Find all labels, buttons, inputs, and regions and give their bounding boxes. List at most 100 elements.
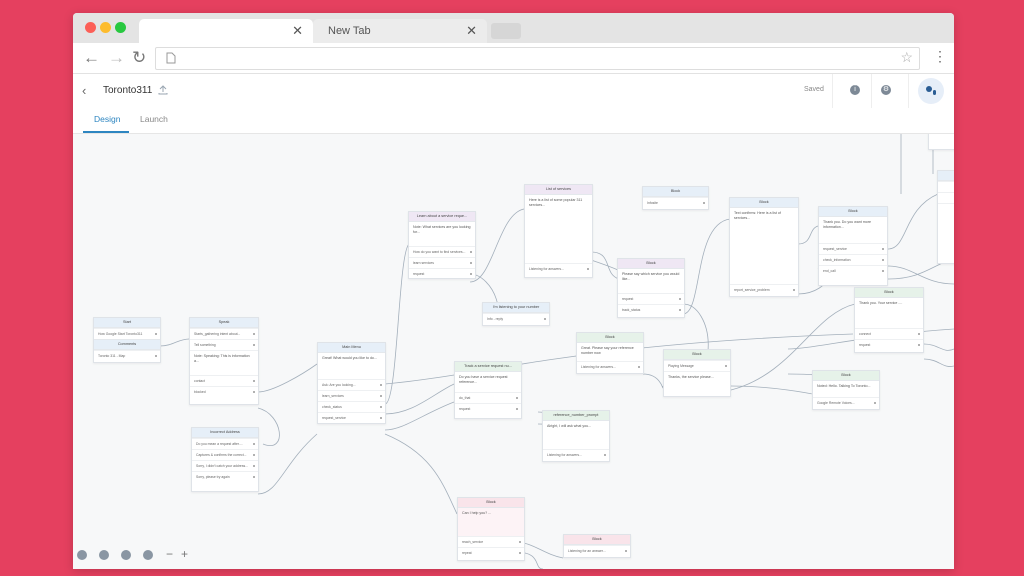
node-title: Block bbox=[855, 288, 923, 298]
minus-icon[interactable]: − bbox=[166, 547, 174, 561]
flow-node-block-8[interactable]: Block Noted: Hello. Talking To Toronto..… bbox=[812, 370, 880, 410]
arrow-right-icon[interactable]: → bbox=[108, 48, 125, 67]
assistant-button[interactable] bbox=[918, 78, 944, 104]
node-row: Ask: Are you looking... bbox=[318, 379, 385, 390]
upload-icon[interactable] bbox=[158, 85, 168, 95]
node-row: Info - reply bbox=[483, 313, 549, 324]
node-subtitle: Comments bbox=[94, 339, 160, 350]
maximize-window-button[interactable] bbox=[115, 22, 126, 33]
gear-icon[interactable]: ⚙ bbox=[881, 85, 891, 95]
node-row: reach_service bbox=[458, 536, 524, 547]
app-header: ‹ Toronto311 Saved i ⚙ bbox=[73, 74, 954, 109]
kebab-menu-icon[interactable]: ⋮ bbox=[933, 48, 947, 64]
reload-icon[interactable]: ↻ bbox=[132, 48, 147, 67]
flow-node-block-5[interactable]: Block Great. Please say your reference n… bbox=[576, 332, 644, 374]
node-row: request_service bbox=[819, 243, 887, 254]
back-chevron-icon[interactable]: ‹ bbox=[82, 83, 87, 98]
connection bbox=[384, 333, 854, 385]
node-title: Track a service request nu... bbox=[455, 362, 521, 372]
node-body: Thank you. Your service .... bbox=[859, 301, 903, 305]
address-bar[interactable]: ☆ bbox=[155, 47, 920, 70]
assistant-icon bbox=[926, 86, 932, 92]
connection bbox=[384, 383, 455, 415]
node-row: Listening for answers... bbox=[577, 361, 643, 372]
node-title: Incorrect Address bbox=[192, 428, 258, 438]
browser-toolbar: ← → ↻ ☆ ⋮ bbox=[73, 43, 954, 74]
flow-node-list-of-services[interactable]: List of services Here is a list of some … bbox=[524, 184, 593, 278]
flow-node-block-9[interactable]: Block Can I help you? ... reach_service … bbox=[457, 497, 525, 561]
node-row: Infosite bbox=[643, 197, 708, 208]
browser-tab-new-tab[interactable]: New Tab ✕ bbox=[313, 19, 487, 43]
flow-node-block-7[interactable]: Block Thank you. Your service .... conne… bbox=[854, 287, 924, 353]
flow-node-block-10[interactable]: Block Listening for an answer... bbox=[563, 534, 631, 558]
flow-node-start[interactable]: Start How Google Start Toronto311 Commen… bbox=[93, 317, 161, 363]
flow-node-im-listening[interactable]: I'm listening to your number Info - repl… bbox=[482, 302, 550, 326]
flow-node-block-3[interactable]: Block Text confirms: Here is a list of s… bbox=[729, 197, 799, 297]
node-row: contact bbox=[190, 375, 258, 386]
edit-icon[interactable] bbox=[143, 550, 153, 560]
node-row: report_service_problem bbox=[730, 284, 798, 295]
divider bbox=[832, 74, 833, 108]
flow-node-offscreen[interactable] bbox=[928, 134, 954, 150]
home-icon[interactable] bbox=[77, 550, 87, 560]
tab-launch[interactable]: Launch bbox=[140, 114, 168, 124]
info-icon[interactable]: i bbox=[850, 85, 860, 95]
node-body: Thank you. Do you want more information.… bbox=[823, 220, 871, 229]
tab-design[interactable]: Design bbox=[94, 114, 121, 124]
connection bbox=[590, 251, 620, 280]
flow-node-reference-number-prompt[interactable]: reference_number_prompt Alright, I will … bbox=[542, 410, 610, 462]
node-body: Text confirms: Here is a list of service… bbox=[734, 211, 781, 220]
node-title: Block bbox=[730, 198, 798, 208]
connection bbox=[787, 328, 954, 350]
node-title: I'm listening to your number bbox=[483, 303, 549, 313]
connection bbox=[730, 303, 856, 391]
star-icon[interactable]: ☆ bbox=[900, 49, 913, 65]
node-body: Please say which service you would like.… bbox=[622, 272, 680, 281]
node-row: repeat bbox=[458, 547, 524, 558]
close-icon[interactable]: ✕ bbox=[292, 23, 303, 38]
keyboard-icon[interactable] bbox=[99, 550, 109, 560]
node-body: Here is a list of some popular 311 servi… bbox=[529, 198, 583, 207]
node-row: Playing Message bbox=[664, 360, 730, 371]
flow-node-block-4[interactable]: Block Thank you. Do you want more inform… bbox=[818, 206, 888, 286]
browser-tab-active[interactable]: ✕ bbox=[139, 19, 313, 43]
flow-canvas[interactable]: Start How Google Start Toronto311 Commen… bbox=[73, 134, 954, 569]
chat-icon[interactable] bbox=[121, 550, 131, 560]
node-title: Main Menu bbox=[318, 343, 385, 353]
flow-node-block-2[interactable]: Block Please say which service you would… bbox=[617, 258, 685, 318]
flow-node-incorrect-address[interactable]: Incorrect Address Do you mean a request … bbox=[191, 427, 259, 492]
flow-node-speak[interactable]: Speak Starts_gathering intent about... T… bbox=[189, 317, 259, 405]
node-row bbox=[938, 203, 954, 214]
connection bbox=[257, 407, 280, 446]
close-window-button[interactable] bbox=[85, 22, 96, 33]
node-row: learn_services bbox=[318, 390, 385, 401]
flow-node-offscreen[interactable] bbox=[937, 170, 954, 264]
connection bbox=[923, 358, 954, 367]
arrow-left-icon[interactable]: ← bbox=[83, 48, 100, 67]
node-row bbox=[938, 192, 954, 203]
node-body: Noted: Hello. Talking To Toronto... bbox=[817, 384, 871, 388]
node-row: Captures & confirms the correct... bbox=[192, 449, 258, 460]
project-title: Toronto311 bbox=[103, 85, 153, 96]
plus-icon[interactable]: + bbox=[181, 547, 189, 561]
close-icon[interactable]: ✕ bbox=[466, 23, 477, 38]
node-body: Thanks, the service please... bbox=[664, 371, 730, 394]
flow-node-block-1[interactable]: Block Infosite bbox=[642, 186, 709, 210]
connection bbox=[384, 243, 410, 405]
node-title: Block bbox=[577, 333, 643, 343]
node-body: Note: What services are you looking for.… bbox=[413, 225, 471, 234]
node-title: Block bbox=[458, 498, 524, 508]
divider bbox=[871, 74, 872, 108]
node-row bbox=[929, 134, 954, 140]
node-title: Speak bbox=[190, 318, 258, 328]
new-tab-button[interactable] bbox=[491, 23, 521, 39]
flow-node-track-request[interactable]: Track a service request nu... Do you hav… bbox=[454, 361, 522, 419]
node-row: request bbox=[455, 403, 521, 414]
flow-node-main-menu[interactable]: Main Menu Great! What would you like to … bbox=[317, 342, 386, 424]
active-tab-indicator bbox=[83, 131, 129, 133]
node-row: Starts_gathering intent about... bbox=[190, 328, 258, 339]
node-body: Can I help you? ... bbox=[458, 508, 524, 536]
flow-node-learn-about-services[interactable]: Learn about a service reque... Note: Wha… bbox=[408, 211, 476, 279]
flow-node-block-6[interactable]: Block Playing Message Thanks, the servic… bbox=[663, 349, 731, 397]
minimize-window-button[interactable] bbox=[100, 22, 111, 33]
